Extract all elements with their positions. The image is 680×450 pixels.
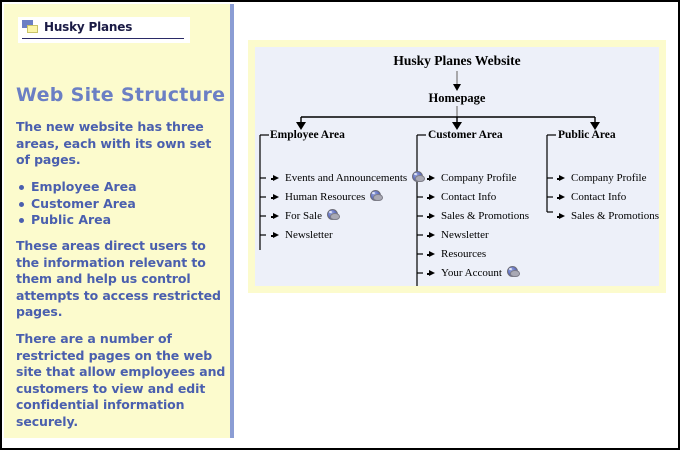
secure-lock-icon — [506, 265, 521, 278]
list-item: Newsletter — [427, 226, 529, 245]
logo-box: Husky Planes — [18, 17, 190, 43]
diagram-panel: Husky Planes Website Homepage — [248, 40, 666, 293]
sidebar-paragraph-3: There are a number of restricted pages o… — [16, 331, 226, 429]
page-label: Your Account — [441, 267, 502, 279]
list-item: Human Resources — [271, 188, 426, 207]
page-label: Company Profile — [441, 172, 517, 184]
list-item: Resources — [427, 245, 529, 264]
list-item: Company Profile — [557, 169, 659, 188]
secure-lock-icon — [411, 170, 426, 183]
column-heading-customer-area: Customer Area — [428, 129, 503, 141]
list-item: Events and Announcements — [271, 169, 426, 188]
sidebar-panel: Husky Planes Web Site Structure The new … — [4, 4, 230, 438]
list-item: Sales & Promotions — [427, 207, 529, 226]
list-item: Newsletter — [271, 226, 426, 245]
list-item: Public Area — [18, 212, 228, 229]
employee-area-page-list: Events and Announcements Human Resources… — [271, 169, 426, 245]
sidebar-paragraph-2: These areas direct users to the informat… — [16, 238, 221, 319]
column-heading-public-area: Public Area — [558, 129, 616, 141]
diagram-canvas: Husky Planes Website Homepage — [255, 47, 659, 286]
logo-text: Husky Planes — [44, 20, 133, 34]
list-item: Sales & Promotions — [557, 207, 659, 226]
page-label: Sales & Promotions — [441, 210, 530, 222]
list-item: Your Account — [427, 264, 529, 283]
page-label: Contact Info — [441, 191, 497, 203]
page-label: Newsletter — [285, 229, 333, 241]
page-label: Human Resources — [285, 191, 366, 203]
connector-lines — [259, 71, 600, 286]
vertical-divider — [230, 4, 234, 438]
diagram-homepage-node: Homepage — [428, 91, 486, 105]
page-label: Resources — [441, 248, 487, 260]
page-label: Newsletter — [441, 229, 489, 241]
page-label: Events and Announcements — [285, 172, 408, 184]
page-title: Web Site Structure — [16, 84, 226, 106]
public-area-page-list: Company Profile Contact Info Sales & Pro… — [557, 169, 659, 226]
folder-squares-logo-icon — [22, 20, 39, 34]
secure-lock-icon — [369, 189, 384, 202]
diagram-title: Husky Planes Website — [393, 53, 521, 68]
list-item: Contact Info — [557, 188, 659, 207]
sidebar-paragraph-1: The new website has three areas, each wi… — [16, 119, 212, 167]
page-label: For Sale — [285, 210, 322, 222]
list-item: Employee Area — [18, 179, 228, 196]
page-label: Sales & Promotions — [571, 210, 660, 222]
customer-area-page-list: Company Profile Contact Info Sales & Pro… — [427, 169, 529, 283]
secure-lock-icon — [326, 208, 341, 221]
column-heading-employee-area: Employee Area — [270, 129, 345, 141]
list-item: Company Profile — [427, 169, 529, 188]
list-item: Customer Area — [18, 196, 228, 213]
list-item: For Sale — [271, 207, 426, 226]
logo-underline — [22, 38, 184, 39]
list-item: Contact Info — [427, 188, 529, 207]
sidebar-bullet-list: Employee Area Customer Area Public Area — [18, 179, 228, 229]
page-label: Company Profile — [571, 172, 647, 184]
page-label: Contact Info — [571, 191, 627, 203]
